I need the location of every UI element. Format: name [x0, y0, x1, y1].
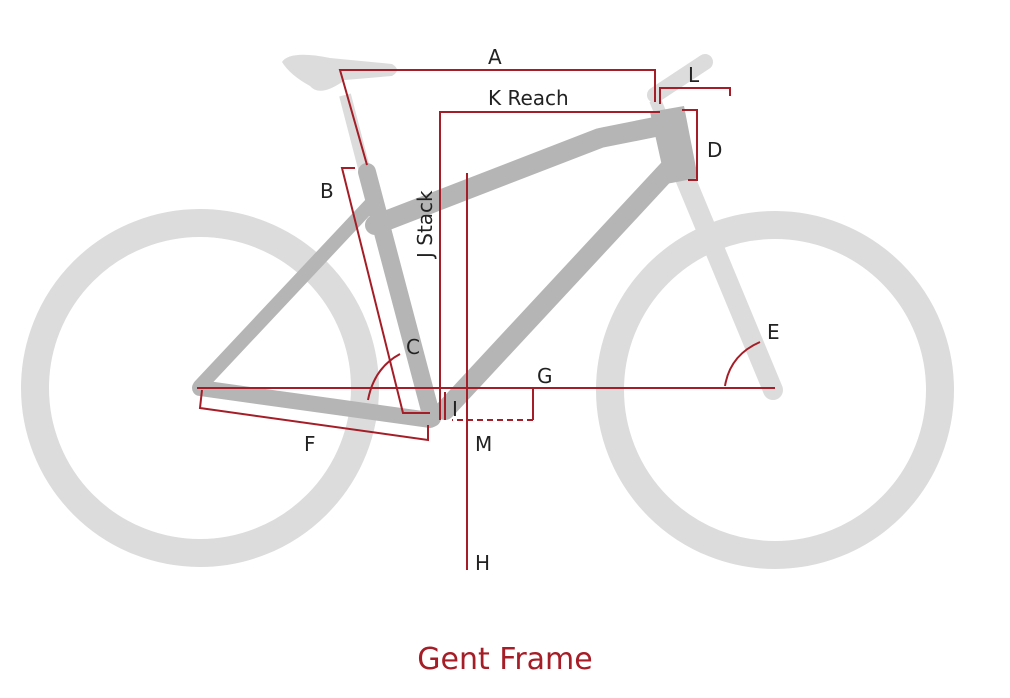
label-h: H — [475, 551, 490, 575]
seatpost — [339, 93, 371, 174]
dim-l — [659, 87, 731, 104]
label-i: I — [452, 397, 458, 421]
chain-stay — [192, 380, 438, 428]
front-wheel — [596, 211, 954, 569]
label-a: A — [488, 45, 502, 69]
label-g: G — [537, 364, 553, 388]
label-j-stack: J Stack — [413, 190, 437, 260]
label-d: D — [707, 138, 722, 162]
label-e: E — [767, 320, 780, 344]
seat-tube — [358, 163, 441, 427]
frame — [192, 115, 678, 428]
fork — [675, 168, 783, 400]
frame-title: Gent Frame — [417, 642, 593, 677]
label-m: M — [475, 432, 492, 456]
dim-c — [367, 353, 401, 401]
dim-e — [724, 341, 761, 387]
down-tube — [435, 160, 678, 420]
saddle — [282, 54, 397, 91]
dim-f — [198, 389, 429, 442]
dimension-lines — [197, 69, 775, 570]
handlebar — [647, 54, 713, 103]
label-l: L — [688, 63, 700, 87]
seat-stay — [193, 198, 377, 393]
top-tube — [365, 115, 675, 235]
dim-a — [338, 69, 656, 166]
label-b: B — [320, 179, 334, 203]
dim-d — [682, 109, 698, 181]
label-f: F — [304, 432, 316, 456]
label-k-reach: K Reach — [488, 86, 569, 110]
dim-b — [340, 167, 430, 414]
dim-k-j — [439, 111, 660, 420]
head-tube — [650, 106, 698, 184]
label-c: C — [406, 335, 420, 359]
